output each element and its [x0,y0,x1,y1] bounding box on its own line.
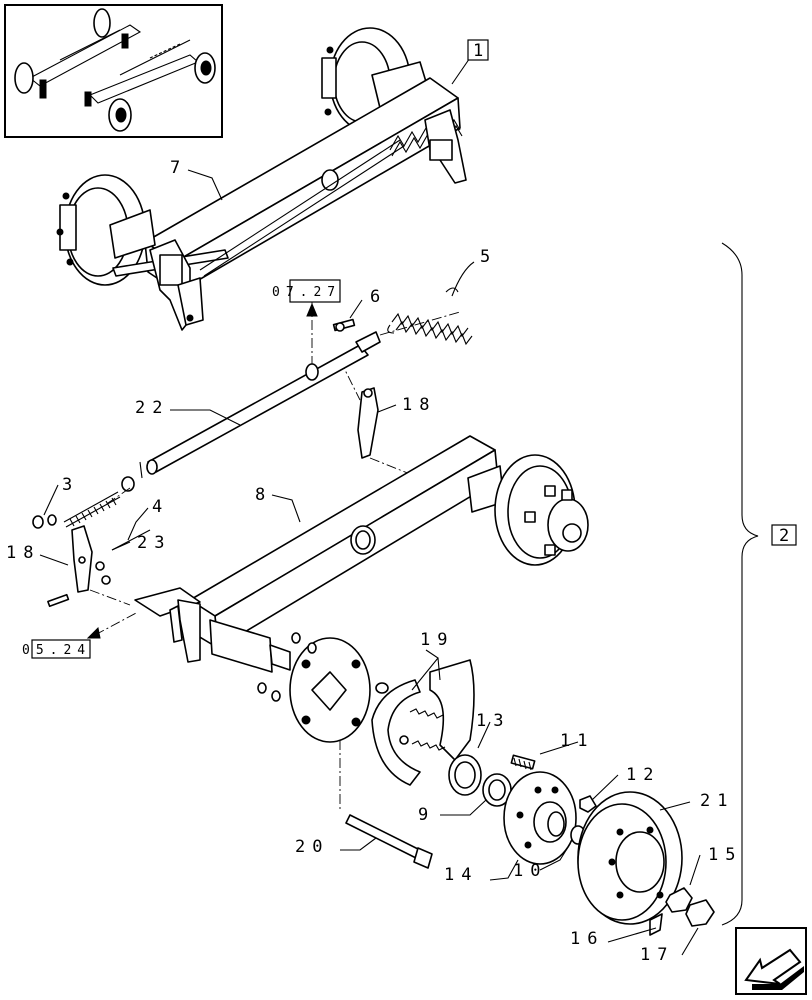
callout-6: 6 [370,287,387,307]
callout-box-1 [467,39,489,61]
long-bolt [345,814,433,869]
reference-box-left[interactable]: 05.24 [22,611,139,659]
axle-beam [134,435,589,673]
backing-plate [257,632,389,810]
pin-part [332,318,356,332]
overview-thumbnail[interactable] [4,4,223,138]
callout-8: 8 [255,485,272,505]
assembled-axle [56,27,467,331]
callout-11: 11 [560,731,594,751]
brake-shaft [104,331,381,506]
callout-7: 7 [170,158,187,178]
wheel-stud [510,754,536,771]
brake-drum [577,791,683,925]
callout-4: 4 [152,497,169,517]
callout-18-lower: 18 [6,543,40,563]
callout-21: 21 [700,791,734,811]
callout-22: 22 [135,398,169,418]
wheel-hub [503,771,577,865]
callout-23: 23 [137,533,171,553]
callout-3: 3 [62,475,79,495]
adjust-rod [32,491,121,529]
brake-shoes [371,659,475,786]
reference-box-top[interactable]: 07.27 [272,279,341,368]
callout-10: 10 [513,861,547,881]
lever-upper [357,387,421,479]
lever-lower [47,525,151,608]
callout-box-2 [771,524,797,546]
callout-17: 17 [640,945,674,965]
group-bracket [721,242,759,926]
callout-16: 16 [570,929,604,949]
callout-5: 5 [480,247,497,267]
reference-left-label: 05.24 [22,643,91,658]
callout-2: 2 [779,526,796,546]
callout-19: 19 [420,630,454,650]
callout-1: 1 [473,41,490,61]
reference-top-label: 07.27 [272,285,341,300]
callout-20: 20 [295,837,329,857]
bearing [482,773,512,807]
wheel-nuts [649,887,715,936]
callout-13: 13 [476,711,510,731]
callout-15: 15 [708,845,742,865]
callout-14: 14 [444,865,478,885]
callout-9: 9 [418,805,435,825]
seal-ring [448,754,482,796]
callout-12: 12 [626,765,660,785]
callout-18-upper: 18 [402,395,436,415]
previous-page-arrow-icon[interactable] [735,927,807,995]
